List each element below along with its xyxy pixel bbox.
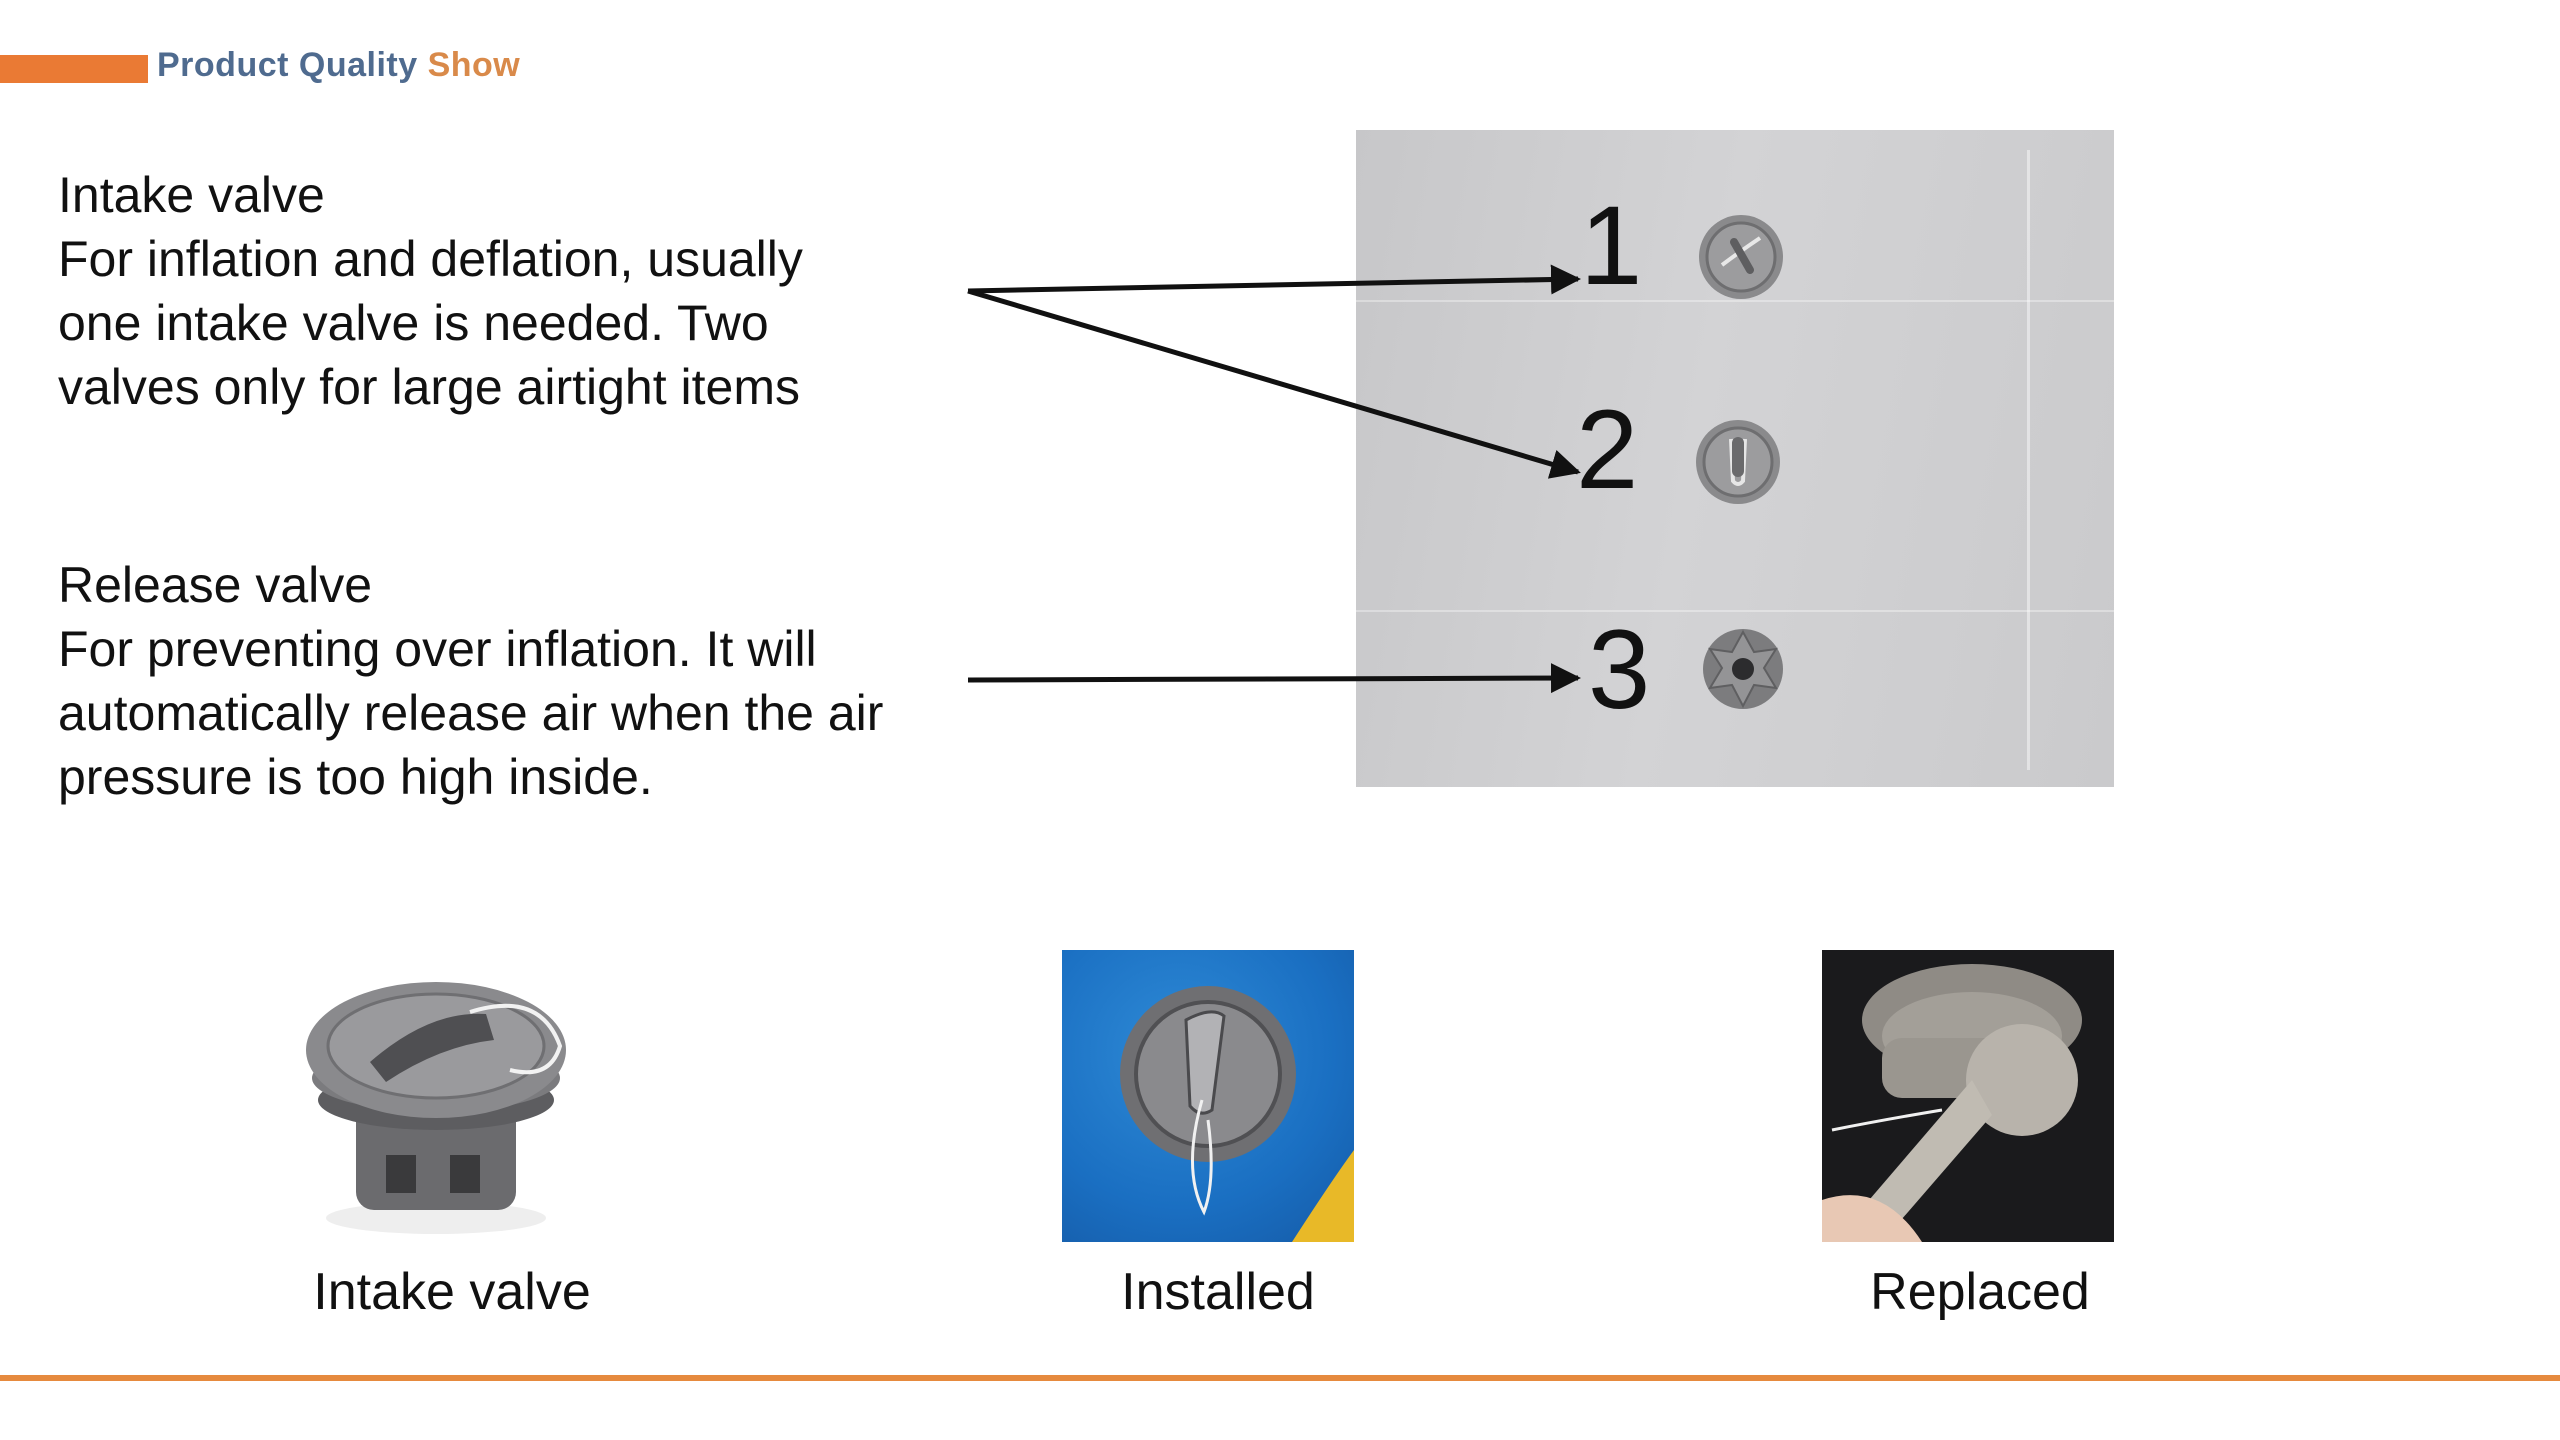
page-title-part2: Show: [427, 46, 521, 84]
release-line-2: automatically release air when the air: [58, 685, 884, 741]
release-valve-description: Release valve For preventing over inflat…: [58, 553, 883, 809]
replaced-valve-photo: [1822, 950, 2114, 1242]
page-title: Product Quality Show: [157, 46, 520, 85]
intake-valve-1-icon: [1699, 215, 1783, 299]
intake-line-3: valves only for large airtight items: [58, 359, 800, 415]
replaced-valve-icon: [1822, 964, 2082, 1242]
arrow-to-valve-3: [967, 663, 1581, 694]
intake-line-1: For inflation and deflation, usually: [58, 231, 803, 287]
intake-valve-2-icon: [1696, 420, 1780, 504]
caption-replaced: Replaced: [1870, 1263, 2090, 1321]
intake-valve-description: Intake valve For inflation and deflation…: [58, 163, 803, 419]
valve-label-3: 3: [1588, 607, 1651, 732]
intake-valve-product-icon: [306, 982, 566, 1234]
caption-installed: Installed: [1121, 1263, 1315, 1321]
panel-crease: [1356, 300, 2114, 302]
valve-label-2: 2: [1576, 387, 1639, 512]
footer-divider: [0, 1375, 2560, 1381]
page-title-part1: Product Quality: [157, 46, 418, 84]
caption-intake-valve: Intake valve: [313, 1263, 591, 1321]
intake-valve-photo: [290, 950, 582, 1242]
arrow-to-valve-1: [967, 264, 1581, 295]
intake-line-2: one intake valve is needed. Two: [58, 295, 769, 351]
release-valve-icon: [1703, 629, 1783, 709]
arrow-to-valve-2: [967, 288, 1581, 479]
release-line-1: For preventing over inflation. It will: [58, 621, 817, 677]
release-line-3: pressure is too high inside.: [58, 749, 653, 805]
panel-crease: [1356, 610, 2114, 612]
installed-valve-photo: [1062, 950, 1354, 1242]
header-accent-bar: [0, 55, 148, 83]
valve-label-1: 1: [1580, 183, 1643, 308]
release-valve-title: Release valve: [58, 557, 373, 613]
installed-valve-icon: [1120, 986, 1354, 1242]
panel-seam: [2027, 150, 2030, 770]
intake-valve-title: Intake valve: [58, 167, 325, 223]
